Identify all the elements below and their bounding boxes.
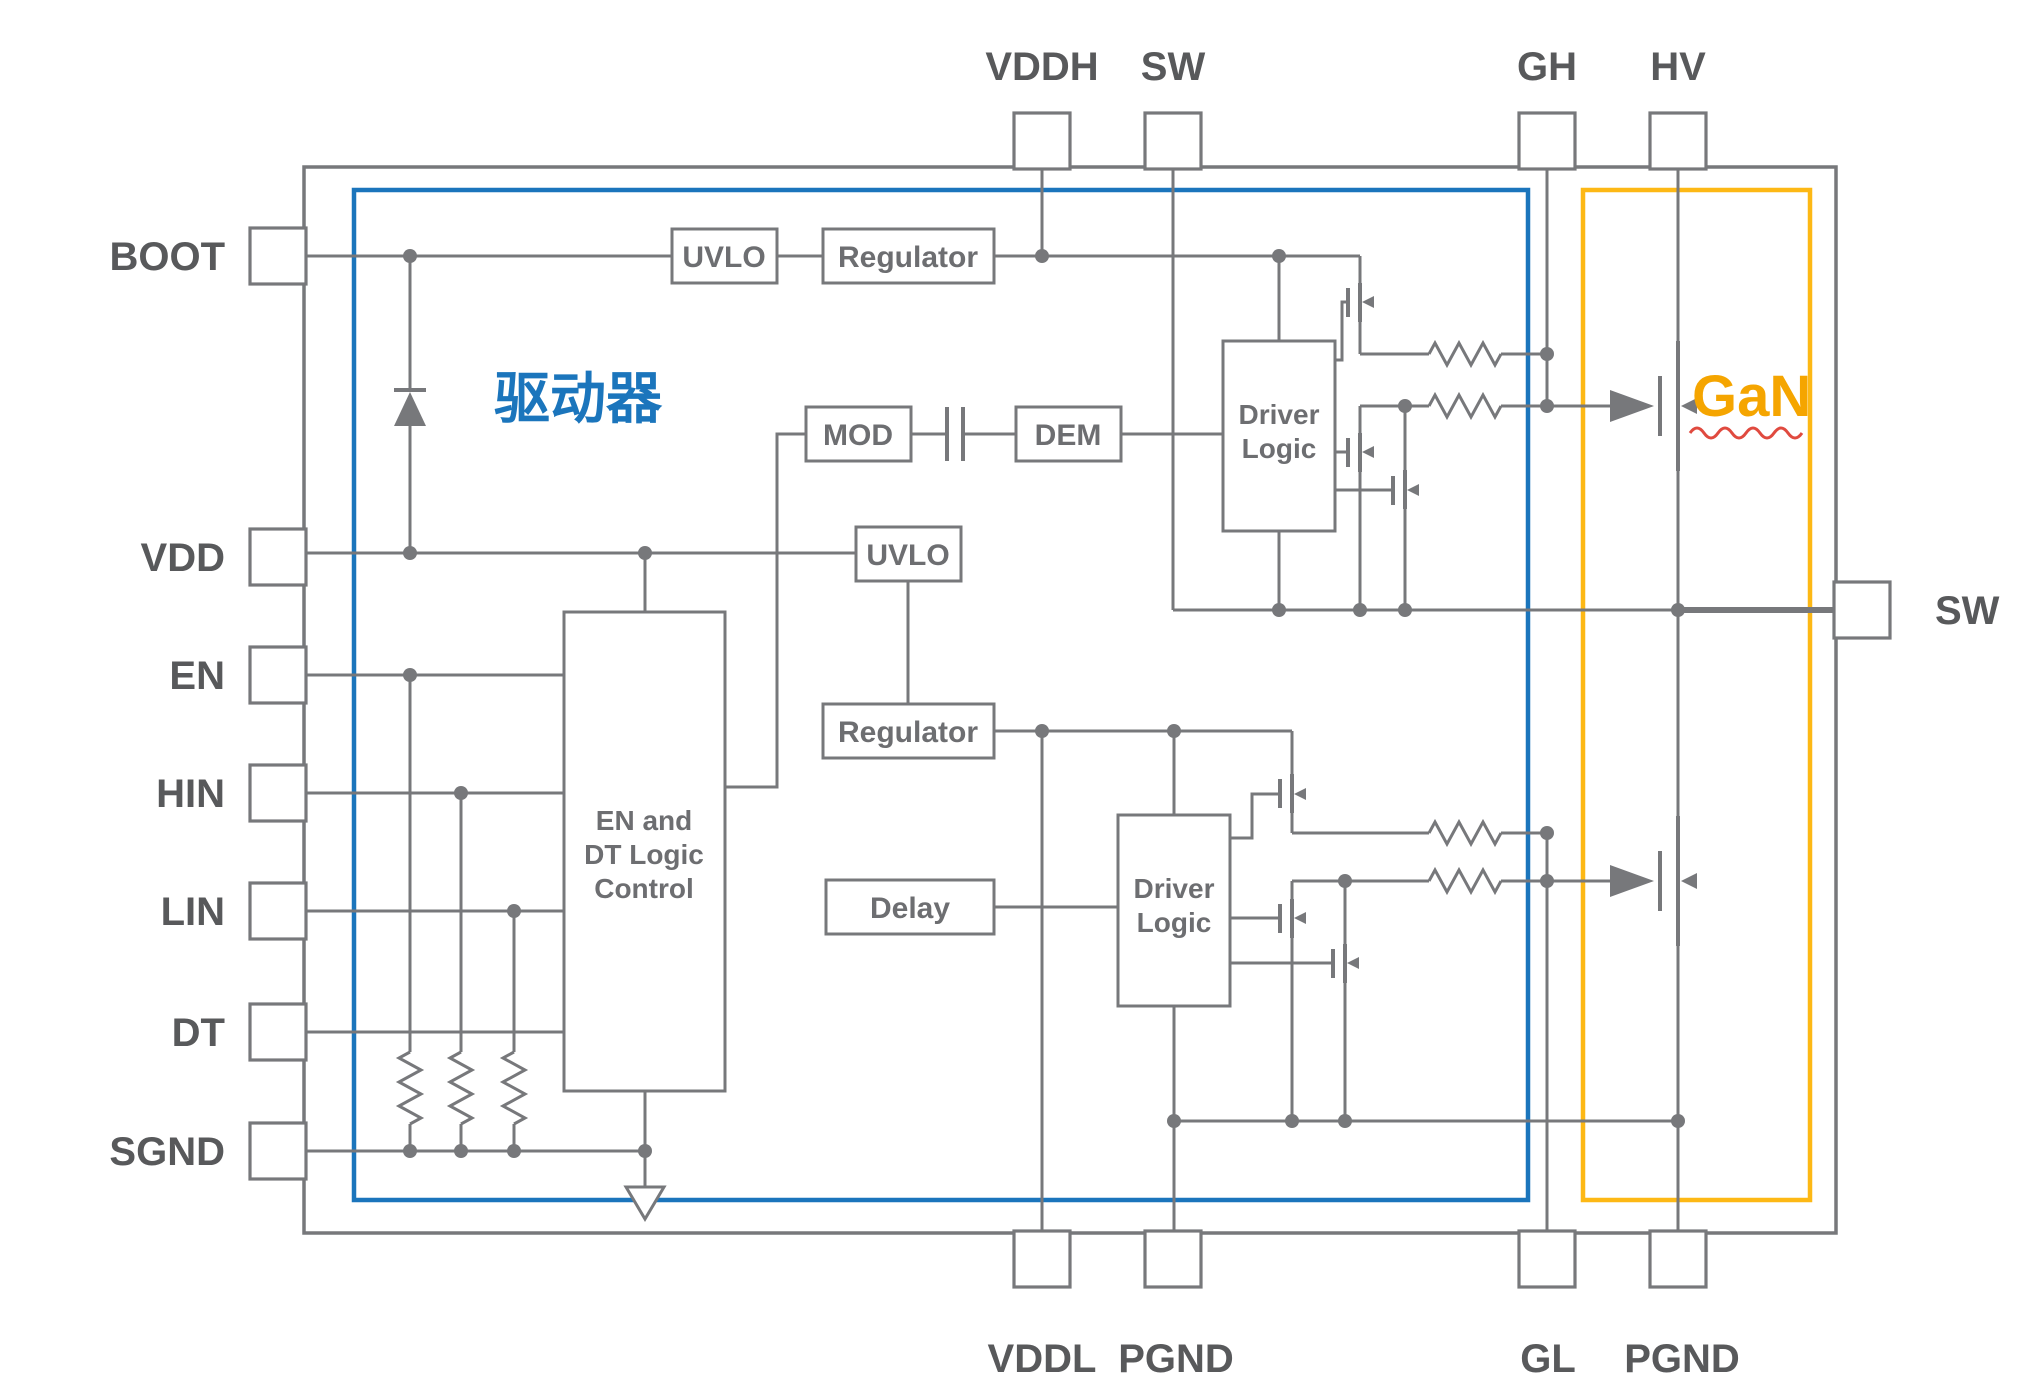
- pulldown-resistor-hin: [446, 1050, 476, 1126]
- block-label-dem: DEM: [1035, 419, 1102, 452]
- nmos-low-pullup: [1278, 774, 1294, 813]
- nmos-low-pulldown-2: [1331, 944, 1347, 983]
- highside-driver-fets: [1346, 283, 1419, 509]
- block-en-dt-control: [562, 610, 727, 1093]
- pin-label-hin: HIN: [156, 772, 225, 816]
- gate-resistor-high-1: [1427, 339, 1503, 369]
- block-label-en-dt-3: Control: [594, 873, 694, 904]
- pin-label-dt: DT: [172, 1011, 225, 1055]
- gan-fet-low: [1658, 816, 1697, 946]
- pin-lin: [248, 881, 308, 941]
- block-uvlo-mid: [854, 525, 963, 583]
- driver-region-box: [351, 187, 1531, 1203]
- pin-sw-top: [1143, 111, 1203, 171]
- pin-en: [248, 645, 308, 705]
- bootstrap-diode: [394, 388, 426, 426]
- pin-labels: BOOT VDD EN HIN LIN DT SGND VDDH SW GH H…: [109, 45, 1999, 1381]
- pin-dt: [248, 1002, 308, 1062]
- block-regulator-top: [821, 227, 996, 285]
- function-blocks: UVLO Regulator MOD DEM Driver Logic UVLO…: [562, 227, 1337, 1093]
- pin-sgnd: [248, 1121, 308, 1181]
- block-label-driver-logic-low-1: Driver: [1134, 873, 1215, 904]
- pin-sw-right: [1832, 580, 1892, 640]
- pin-vddh: [1012, 111, 1072, 171]
- pin-gl: [1517, 1229, 1577, 1289]
- block-driver-logic-low: [1116, 813, 1232, 1008]
- block-label-delay: Delay: [870, 892, 950, 925]
- block-mod: [804, 405, 913, 463]
- pin-label-vddh: VDDH: [985, 45, 1098, 89]
- ground-symbol: [623, 1185, 667, 1222]
- block-label-driver-logic-high-2: Logic: [1242, 433, 1317, 464]
- pin-pgnd-left: [1143, 1229, 1203, 1289]
- lowside-driver-fets: [1278, 774, 1359, 983]
- gate-arrow-high: [1610, 390, 1654, 422]
- pin-label-sw-top: SW: [1141, 45, 1206, 89]
- gan-region-label: GaN: [1692, 364, 1811, 429]
- chip-outline: [302, 165, 1838, 1235]
- pin-label-hv: HV: [1650, 45, 1706, 89]
- block-label-en-dt-2: DT Logic: [584, 839, 704, 870]
- pin-label-en: EN: [169, 654, 225, 698]
- block-dem: [1014, 405, 1123, 463]
- gate-resistor-high-2: [1427, 391, 1503, 421]
- block-label-uvlo-mid: UVLO: [866, 539, 949, 572]
- driver-region-label: 驱动器: [494, 367, 663, 430]
- pin-label-gh: GH: [1517, 45, 1577, 89]
- gan-region-box: [1580, 187, 1813, 1203]
- block-label-regulator-top: Regulator: [838, 241, 978, 274]
- pin-vdd: [248, 527, 308, 587]
- pulldown-resistor-lin: [499, 1050, 529, 1126]
- block-delay: [824, 878, 996, 936]
- pin-label-pgnd-right: PGND: [1624, 1337, 1740, 1381]
- pin-label-boot: BOOT: [109, 235, 225, 279]
- block-label-mod: MOD: [823, 419, 893, 452]
- pin-pgnd-right: [1648, 1229, 1708, 1289]
- gate-resistor-low-1: [1427, 818, 1503, 848]
- nmos-high-pulldown-1: [1346, 433, 1362, 472]
- block-label-driver-logic-low-2: Logic: [1137, 907, 1212, 938]
- pin-label-lin: LIN: [161, 890, 225, 934]
- fet-lead-wires: [1290, 256, 1407, 1121]
- pin-label-vddl: VDDL: [988, 1337, 1097, 1381]
- block-regulator-mid: [821, 702, 996, 760]
- nmos-high-pulldown-2: [1391, 470, 1407, 509]
- coupling-capacitor: [945, 407, 965, 461]
- pin-hv: [1648, 111, 1708, 171]
- pin-label-pgnd-left: PGND: [1118, 1337, 1234, 1381]
- pin-label-sw-right: SW: [1935, 589, 2000, 633]
- schematic-wires: [306, 167, 1836, 1233]
- gate-resistor-low-2: [1427, 866, 1503, 896]
- pin-pads: [248, 111, 1892, 1289]
- pin-hin: [248, 763, 308, 823]
- gate-arrow-low: [1610, 865, 1654, 897]
- pulldown-resistor-en: [395, 1050, 425, 1126]
- vertical-wires: [408, 167, 1680, 1233]
- resistors: [395, 339, 1503, 1126]
- gan-label-squiggle: [1688, 426, 1804, 440]
- block-label-regulator-mid: Regulator: [838, 716, 978, 749]
- nmos-high-pullup: [1346, 283, 1362, 322]
- pin-vddl: [1012, 1229, 1072, 1289]
- gate-drive-wires: [1229, 300, 1393, 965]
- pin-gh: [1517, 111, 1577, 171]
- pin-boot: [248, 226, 308, 286]
- junction-dots: [403, 249, 1685, 1158]
- nmos-low-pulldown-1: [1278, 899, 1294, 938]
- block-label-en-dt-1: EN and: [596, 805, 692, 836]
- block-driver-logic-high: [1221, 339, 1337, 533]
- block-label-uvlo-top: UVLO: [682, 241, 765, 274]
- pin-label-sgnd: SGND: [109, 1130, 225, 1174]
- pin-label-gl: GL: [1520, 1337, 1576, 1381]
- block-label-driver-logic-high-1: Driver: [1239, 399, 1320, 430]
- pin-label-vdd: VDD: [141, 536, 225, 580]
- gan-fet-high: [1658, 341, 1697, 471]
- block-uvlo-top: [670, 227, 779, 285]
